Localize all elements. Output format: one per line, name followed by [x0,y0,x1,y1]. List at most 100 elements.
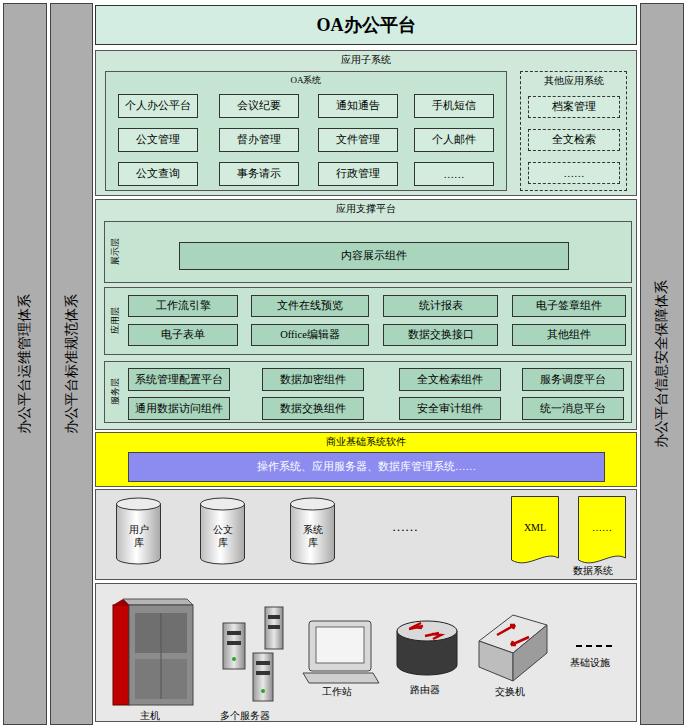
store-label: 系统库 [302,523,324,549]
component-label: 通知通告 [336,99,380,113]
panel-heading: 应用支撑平台 [336,202,396,216]
component-label: 统一消息平台 [540,402,606,416]
layer-panel: 其他应用系统档案管理全文检索 …… [520,71,627,191]
database-cylinder: 公文库 [200,497,245,565]
component-box: 工作流引擎 [128,295,238,317]
component-box: 手机短信 [414,94,494,118]
component-label: 文件管理 [336,133,380,147]
infrastructure-illustration [96,584,638,723]
band-title: 办公平台标准规范体系 [63,294,81,434]
component-box: 内容展示组件 [179,242,569,270]
component-label: 操作系统、应用服务器、数据库管理系统…… [257,460,476,474]
component-box: 操作系统、应用服务器、数据库管理系统…… [128,452,605,482]
database-cylinder: 系统库 [290,497,335,565]
server-icons [223,607,283,701]
component-box: Office编辑器 [251,324,369,346]
store-label: 用户库 [128,523,150,549]
component-label: 全文检索组件 [417,373,483,387]
layer-row: 展示层 内容展示组件 [104,221,632,283]
switch-icon [479,615,547,681]
component-box: 通用数据访问组件 [128,397,230,420]
component-box: 个人办公平台 [118,94,198,118]
component-label: 公文管理 [136,133,180,147]
device-caption: 交换机 [495,685,525,699]
component-box: 文件管理 [318,128,398,152]
band-title: 办公平台运维管理体系 [16,294,34,434]
panel-heading: 应用层 [109,309,122,333]
component-label: 系统管理配置平台 [135,373,223,387]
panel-heading: 其他应用系统 [544,74,604,88]
component-box: 个人邮件 [414,128,494,152]
side-band: 办公平台运维管理体系 [3,3,47,725]
database-cylinder: 用户库 [116,497,161,565]
component-box: 电子表单 [128,324,238,346]
component-label: 公文查询 [136,167,180,181]
component-box: 系统管理配置平台 [128,368,230,391]
component-box: 服务调度平台 [522,368,624,391]
router-icon [397,621,457,675]
component-label: 档案管理 [552,100,596,114]
mainframe-icon [113,599,193,705]
panel-heading: 商业基础系统软件 [326,435,406,449]
component-label: 全文检索 [552,133,596,147]
component-box: 档案管理 [528,96,620,118]
component-box: 事务请示 [219,162,299,186]
panel-heading: 基础设施 [570,656,610,670]
component-box: 统一消息平台 [522,397,624,420]
component-box: 数据交换组件 [262,397,364,420]
component-box: 通知通告 [318,94,398,118]
band-title: 办公平台信息安全保障体系 [653,280,671,448]
component-label: 通用数据访问组件 [135,402,223,416]
component-label: 数据交换接口 [408,328,474,342]
layer-panel: 数据系统用户库公文库系统库XML…… [95,489,637,580]
component-label: 统计报表 [419,299,463,313]
component-label: 个人邮件 [432,133,476,147]
component-label: 安全审计组件 [417,402,483,416]
component-box: 数据加密组件 [262,368,364,391]
component-label: 数据交换组件 [280,402,346,416]
panel-heading: 服务层 [109,380,122,404]
component-box: OA办公平台 [95,5,637,45]
component-label: 电子签章组件 [536,299,602,313]
layer-row: 服务层系统管理配置平台 数据加密组件 全文检索组件 服务调度平台通用数据访问组件 数据交… [104,361,632,423]
component-box: 全文检索 [528,129,620,151]
component-label: …… [444,169,465,180]
component-box: 统计报表 [383,295,498,317]
component-label: Office编辑器 [280,328,340,342]
component-label: …… [564,168,585,179]
component-box: 行政管理 [318,162,398,186]
ellipsis-label: …… [392,519,418,535]
component-label: 事务请示 [237,167,281,181]
layer-panel: 应用支撑平台展示层 内容展示组件应用层工作流引擎 文件在线预览 统计报表 电子签章组件电… [95,199,637,430]
component-box: 电子签章组件 [512,295,626,317]
layer-panel: OA系统个人办公平台 会议纪要 通知通告 手机短信公文管理 督办管理 文件管理 个人邮件公文… [105,71,507,191]
component-box: 文件在线预览 [251,295,369,317]
panel-heading: 展示层 [109,240,122,264]
side-band: 办公平台信息安全保障体系 [640,3,684,725]
component-label: 手机短信 [432,99,476,113]
component-label: 数据加密组件 [280,373,346,387]
store-label: …… [592,522,612,533]
component-box: 公文查询 [118,162,198,186]
layer-panel: 应用子系统 OA系统个人办公平台 会议纪要 通知通告 手机短信公文管理 督办管理 文件管理 个… [95,50,637,196]
panel-heading: OA系统 [291,74,322,87]
document-shape: …… [578,496,626,566]
device-caption: 路由器 [410,683,440,697]
device-caption: 工作站 [322,685,352,699]
layer-panel: 商业基础系统软件操作系统、应用服务器、数据库管理系统…… [95,432,637,487]
component-box: 安全审计组件 [399,397,501,420]
more-dash [576,645,616,647]
component-label: 电子表单 [161,328,205,342]
component-label: 督办管理 [237,133,281,147]
workstation-icon [303,621,379,683]
component-box: 公文管理 [118,128,198,152]
component-label: 个人办公平台 [125,99,191,113]
component-box: 会议纪要 [219,94,299,118]
component-label: 文件在线预览 [277,299,343,313]
panel-heading: 应用子系统 [341,53,391,67]
component-label: 会议纪要 [237,99,281,113]
layer-panel: 基础设施 [95,583,637,722]
component-box: …… [528,162,620,184]
component-box: 数据交换接口 [383,324,498,346]
layer-row: 应用层工作流引擎 文件在线预览 统计报表 电子签章组件电子表单 Office编辑器 数据交… [104,287,632,355]
